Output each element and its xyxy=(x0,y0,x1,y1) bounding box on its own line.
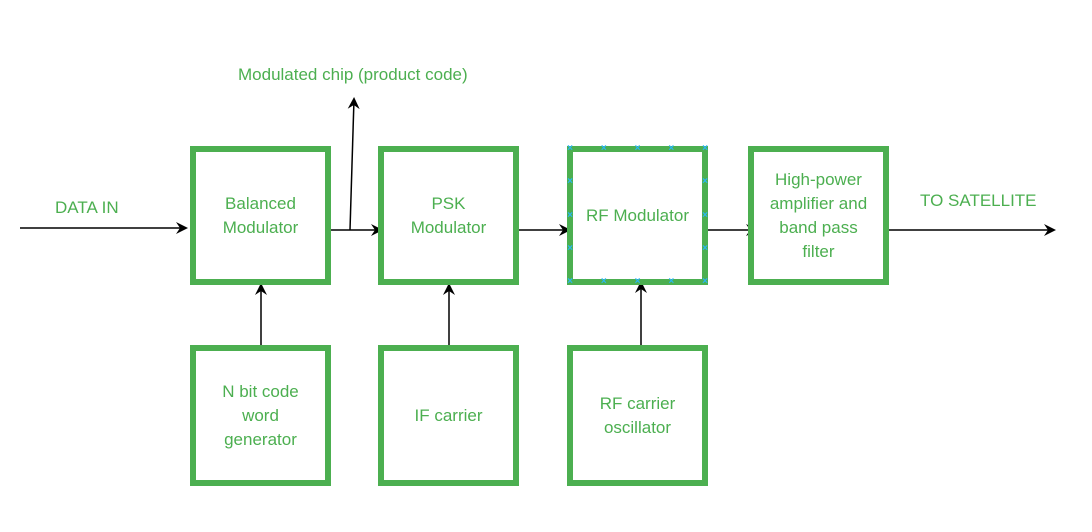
resize-handle[interactable]: × xyxy=(702,276,708,287)
resize-handle[interactable]: × xyxy=(668,143,675,154)
if-carrier-block[interactable]: IF carrier xyxy=(378,345,519,486)
arrow-modulated-chip[interactable] xyxy=(347,97,360,231)
rf-oscillator-label: RF carrier oscillator xyxy=(599,393,676,437)
rf-modulator-block[interactable]: RF Modulator xyxy=(567,146,708,285)
to-satellite-label: TO SATELLITE xyxy=(920,191,1037,210)
amplifier-filter-block[interactable]: High-power amplifier and band pass filte… xyxy=(748,146,889,285)
psk-modulator-label: PSK Modulator xyxy=(410,193,487,237)
psk-modulator-block[interactable]: PSK Modulator xyxy=(378,146,519,285)
resize-handle[interactable]: × xyxy=(702,242,708,254)
resize-handle[interactable]: × xyxy=(702,209,708,221)
resize-handle[interactable]: × xyxy=(567,276,573,287)
resize-handle[interactable]: × xyxy=(634,143,641,154)
resize-handle[interactable]: × xyxy=(634,276,641,287)
resize-handle[interactable]: × xyxy=(567,143,573,154)
amplifier-filter-label: High-power amplifier and band pass filte… xyxy=(769,169,868,261)
resize-handle[interactable]: × xyxy=(600,276,607,287)
resize-handle[interactable]: × xyxy=(668,276,675,287)
resize-handle[interactable]: × xyxy=(567,176,573,188)
balanced-modulator-label: Balanced Modulator xyxy=(222,193,299,237)
code-generator-label: N bit code word generator xyxy=(222,381,299,449)
resize-handle[interactable]: × xyxy=(567,209,573,221)
rf-modulator-label: RF Modulator xyxy=(586,205,689,225)
rf-oscillator-block[interactable]: RF carrier oscillator xyxy=(567,345,708,486)
resize-handle[interactable]: × xyxy=(567,242,573,254)
resize-handle[interactable]: × xyxy=(702,176,708,188)
balanced-modulator-block[interactable]: Balanced Modulator xyxy=(190,146,331,285)
data-in-label: DATA IN xyxy=(55,198,119,217)
if-carrier-label: IF carrier xyxy=(414,405,483,425)
resize-handle[interactable]: × xyxy=(600,143,607,154)
modulated-chip-label: Modulated chip (product code) xyxy=(238,65,468,84)
code-generator-block[interactable]: N bit code word generator xyxy=(190,345,331,486)
resize-handle[interactable]: × xyxy=(702,143,708,154)
